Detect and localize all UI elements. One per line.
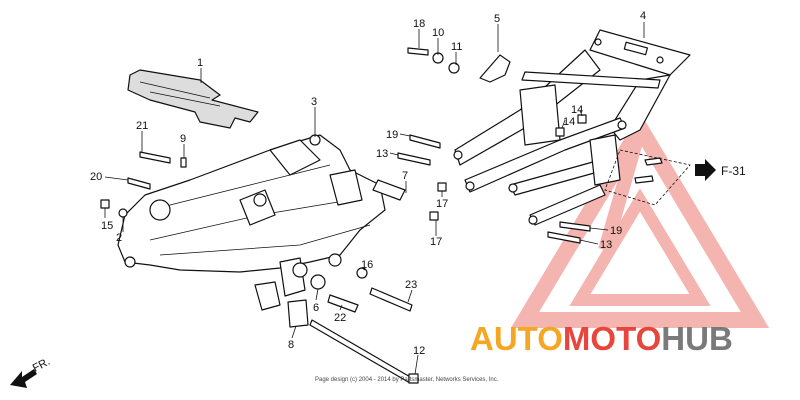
part-label-3: 3 <box>311 96 317 108</box>
part-label-6: 6 <box>313 302 319 314</box>
section-reference: F-31 <box>695 159 746 181</box>
part-label-5: 5 <box>494 13 500 25</box>
part-main-frame <box>117 134 386 311</box>
part-label-23: 23 <box>405 279 417 291</box>
part-label-4: 4 <box>640 10 646 22</box>
watermark-triangle-icon <box>510 112 770 328</box>
part-label-12: 12 <box>413 345 425 357</box>
part-bracket <box>479 54 511 83</box>
part-label-2: 2 <box>116 232 122 244</box>
arrow-front-icon <box>10 369 37 388</box>
part-label-7: 7 <box>402 170 408 182</box>
part-label-13b: 13 <box>600 239 612 251</box>
front-direction-indicator: FR. <box>10 356 52 388</box>
leader-lines <box>104 22 645 375</box>
part-labels: 1 2 3 4 5 6 7 8 9 10 11 12 13 13 14 14 1… <box>90 10 646 357</box>
part-label-9: 9 <box>180 133 186 145</box>
part-label-18: 18 <box>413 18 425 30</box>
part-label-19a: 19 <box>386 129 398 141</box>
part-label-20: 20 <box>90 171 102 183</box>
part-label-10: 10 <box>432 27 444 39</box>
part-label-15: 15 <box>101 220 113 232</box>
part-label-17a: 17 <box>436 198 448 210</box>
part-label-22: 22 <box>334 312 346 324</box>
part-label-19b: 19 <box>610 225 622 237</box>
fasteners <box>100 47 663 384</box>
section-reference-label: F-31 <box>721 164 746 178</box>
arrow-right-icon <box>695 159 716 181</box>
part-label-8: 8 <box>288 339 294 351</box>
part-label-13a: 13 <box>376 148 388 160</box>
part-label-16: 16 <box>361 259 373 271</box>
part-label-17b: 17 <box>430 236 442 248</box>
part-label-14a: 14 <box>571 104 583 116</box>
part-subframe <box>453 29 691 226</box>
part-label-21: 21 <box>136 120 148 132</box>
copyright-text: Page design (c) 2004 - 2014 by Partsmast… <box>315 377 499 383</box>
part-label-14b: 14 <box>563 116 575 128</box>
part-label-1: 1 <box>197 57 203 69</box>
reference-outline <box>604 149 691 206</box>
front-direction-label: FR. <box>31 356 52 375</box>
part-label-11: 11 <box>451 41 462 53</box>
part-plate <box>127 69 259 129</box>
watermark-logo-text: AUTOMOTOHUB <box>470 320 733 357</box>
